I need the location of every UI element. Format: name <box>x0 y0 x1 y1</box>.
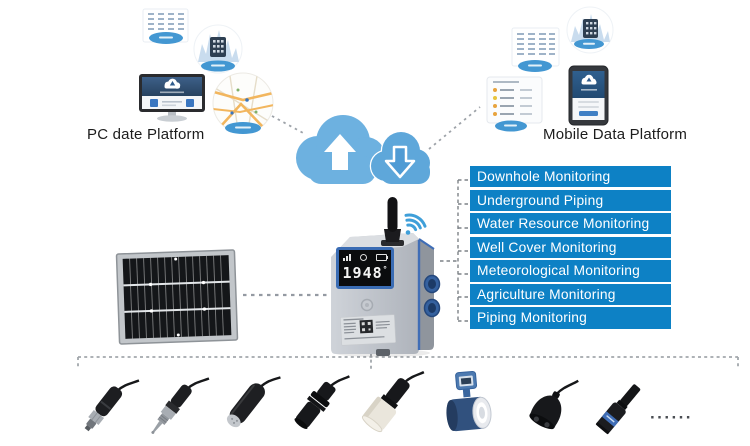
device-lcd-display: 1948° <box>336 247 394 289</box>
monitoring-item-well-cover: Well Cover Monitoring <box>470 236 671 258</box>
data-list-icon <box>486 76 543 132</box>
display-value: 1948° <box>342 264 388 282</box>
cloud-logo-phone <box>581 74 597 85</box>
monitoring-item-water: Water Resource Monitoring <box>470 213 671 235</box>
monitoring-bracket-dashes <box>457 179 469 322</box>
electromagnetic-flowmeter-icon <box>446 370 492 432</box>
pressure-sensor-icon <box>84 379 140 432</box>
cloud-download-icon <box>369 130 432 186</box>
device-label-sticker <box>340 314 396 346</box>
monitoring-item-agriculture: Agriculture Monitoring <box>470 283 671 306</box>
wifi-signal-icon <box>404 213 427 235</box>
solar-panel-icon <box>115 249 239 345</box>
cloud-to-mobile-dashes <box>428 106 481 150</box>
level-sensor-icon <box>294 375 350 429</box>
monitoring-item-piping: Piping Monitoring <box>470 307 671 329</box>
device-mount-tab <box>376 349 390 356</box>
sensor-row <box>84 370 641 435</box>
data-table-icon <box>142 8 189 44</box>
battery-icon <box>376 254 388 261</box>
pc-platform-cluster <box>139 8 274 134</box>
mobile-platform-cluster <box>486 6 614 132</box>
smartphone-icon <box>568 65 609 126</box>
city-buildings-icon <box>193 24 243 74</box>
map-to-cloud-dashes <box>271 115 306 135</box>
pc-platform-label: PC date Platform <box>87 126 205 143</box>
monitoring-item-downhole: Downhole Monitoring <box>470 166 671 188</box>
sensor-bus-dashes <box>77 341 739 369</box>
dashed-connectors <box>77 106 739 369</box>
status-dot-icon <box>360 254 367 261</box>
more-sensors-ellipsis: ······ <box>650 408 693 427</box>
device-side-face <box>419 240 434 350</box>
antenna-icon <box>381 197 404 246</box>
monitoring-list: Downhole Monitoring Underground Piping W… <box>470 166 671 329</box>
temperature-probe-icon <box>151 377 210 434</box>
upload-arrow <box>324 134 356 170</box>
device-connectors <box>423 274 441 318</box>
monitoring-item-meteorological: Meteorological Monitoring <box>470 260 671 282</box>
soil-sensor-icon <box>595 384 641 435</box>
download-arrow <box>384 145 416 179</box>
map-icon <box>212 72 274 134</box>
pc-monitor-icon <box>139 74 205 122</box>
city-buildings-icon-right <box>566 6 614 54</box>
ultrasonic-sensor-icon <box>361 371 425 433</box>
signal-bars-icon <box>343 254 351 261</box>
cloud-upload-icon <box>296 115 385 184</box>
monitoring-item-underground: Underground Piping <box>470 189 671 211</box>
cloud-logo <box>164 78 181 89</box>
qr-code-icon <box>359 319 374 334</box>
well-cover-sensor-icon <box>529 379 579 430</box>
water-quality-sensor-icon <box>226 376 281 428</box>
display-unit-mark: ° <box>382 265 388 274</box>
data-table-icon-right <box>511 27 560 72</box>
mobile-platform-label: Mobile Data Platform <box>543 126 688 143</box>
